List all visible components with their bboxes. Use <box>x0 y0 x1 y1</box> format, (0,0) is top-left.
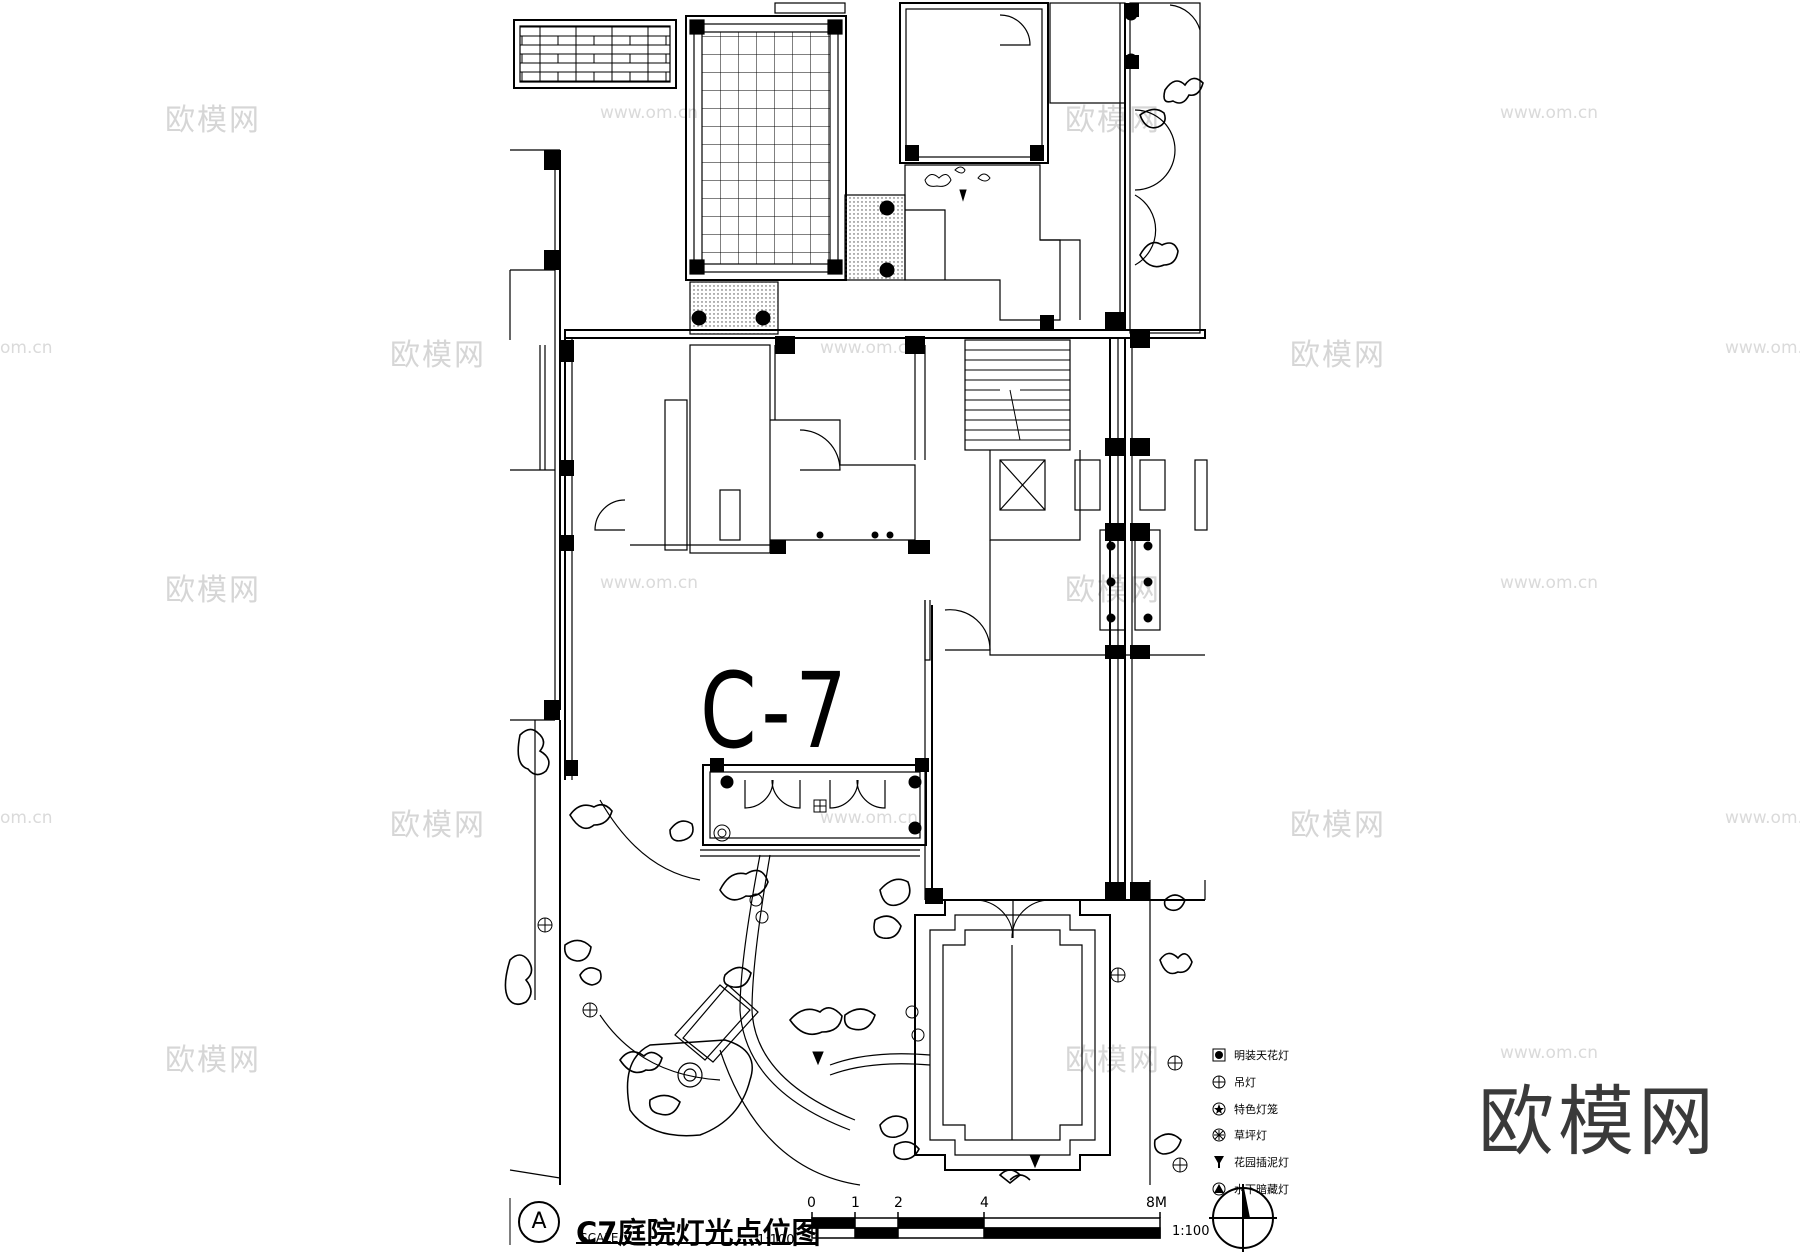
watermark-url: www.om.cn <box>1500 103 1599 123</box>
feature-lantern-icon <box>1212 1102 1226 1116</box>
watermark-text: 欧模网 <box>1290 338 1386 373</box>
scale-tick: 4 <box>980 1195 989 1211</box>
legend-label: 水下暗藏灯 <box>1234 1183 1289 1196</box>
watermark-url: www.om.cn <box>1725 338 1800 358</box>
watermark-url: www.om.cn <box>1500 1043 1599 1063</box>
watermark-text: 欧模网 <box>1290 808 1386 843</box>
legend-item: 特色灯笼 <box>1212 1100 1278 1118</box>
watermark-url: www.om.cn <box>820 808 919 828</box>
scale-tick: 1 <box>851 1195 860 1211</box>
watermark-url: om.cn <box>0 808 53 828</box>
plan-label: C-7 <box>700 650 852 772</box>
watermark-url: om.cn <box>0 338 53 358</box>
watermark-text: 欧模网 <box>390 808 486 843</box>
pendant-light-icon <box>1212 1075 1226 1089</box>
watermark-text: 欧模网 <box>165 1043 261 1078</box>
drawing-title: C7庭院灯光点位图 <box>576 1216 821 1250</box>
scale-bar <box>811 1212 1161 1239</box>
lawn-light-icon <box>1212 1128 1226 1142</box>
garden-spot-light-icon <box>1214 1156 1224 1168</box>
legend-item: 水下暗藏灯 <box>1212 1180 1289 1198</box>
watermark-text: 欧模网 <box>1065 1043 1161 1078</box>
legend-label: 特色灯笼 <box>1234 1103 1278 1116</box>
watermark-url: www.om.cn <box>820 338 919 358</box>
scale-caption: SCALE <box>580 1231 619 1245</box>
legend-label: 吊灯 <box>1234 1076 1256 1089</box>
watermark-text: 欧模网 <box>165 573 261 608</box>
underwater-light-icon <box>1212 1182 1226 1196</box>
legend-label: 明装天花灯 <box>1234 1049 1289 1062</box>
watermark-url: www.om.cn <box>600 103 699 123</box>
title-scale-ratio: 1:100 <box>757 1233 795 1248</box>
scale-tick: 0 <box>807 1195 816 1211</box>
recessed-ceiling-light-icon <box>1212 1048 1226 1062</box>
legend-item: 花园插泥灯 <box>1212 1153 1289 1171</box>
scale-tick: 2 <box>894 1195 903 1211</box>
legend-label: 花园插泥灯 <box>1234 1156 1289 1169</box>
legend-item: 吊灯 <box>1212 1073 1256 1091</box>
watermark-url: www.om.cn <box>600 573 699 593</box>
legend-item: 草坪灯 <box>1212 1126 1267 1144</box>
watermark-text: 欧模网 <box>165 103 261 138</box>
scale-bar-ratio: 1:100 <box>1172 1224 1210 1239</box>
legend-item: 明装天花灯 <box>1212 1046 1289 1064</box>
brand-watermark: 欧模网 <box>1478 1077 1718 1166</box>
watermark-url: www.om.cn <box>1725 808 1800 828</box>
watermark-url: www.om.cn <box>1500 573 1599 593</box>
legend-label: 草坪灯 <box>1234 1129 1267 1142</box>
detail-marker: A <box>518 1201 560 1243</box>
watermark-text: 欧模网 <box>390 338 486 373</box>
north-arrow-icon <box>1209 1184 1277 1252</box>
scale-tick: 8M <box>1146 1195 1167 1211</box>
